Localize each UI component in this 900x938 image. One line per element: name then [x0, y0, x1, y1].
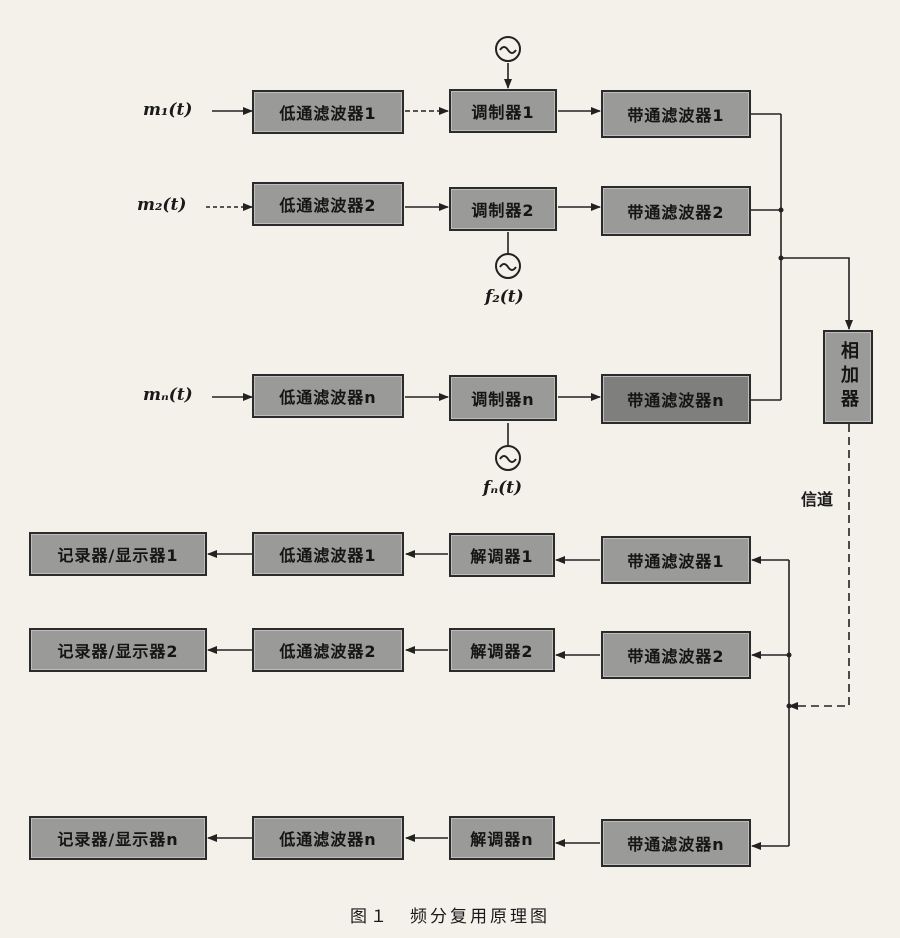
- tx-lowpass-filter-n: 低通滤波器n: [252, 374, 404, 418]
- rx-lowpass-filter-1: 低通滤波器1: [252, 532, 404, 576]
- input-m1: m₁(t): [143, 100, 193, 120]
- rx-recorder-display-2: 记录器/显示器2: [29, 628, 207, 672]
- rx-bandpass-filter-1: 带通滤波器1: [601, 536, 751, 584]
- rx-recorder-display-1: 记录器/显示器1: [29, 532, 207, 576]
- tx-lowpass-filter-1: 低通滤波器1: [252, 90, 404, 134]
- tx-lowpass-filter-2: 低通滤波器2: [252, 182, 404, 226]
- oscillator-n-icon: [495, 445, 521, 471]
- tx-modulator-n: 调制器n: [449, 375, 557, 421]
- rx-bandpass-filter-n: 带通滤波器n: [601, 819, 751, 867]
- input-mn: mₙ(t): [143, 385, 193, 405]
- rx-lowpass-filter-2: 低通滤波器2: [252, 628, 404, 672]
- rx-lowpass-filter-n: 低通滤波器n: [252, 816, 404, 860]
- input-m2: m₂(t): [137, 195, 187, 215]
- rx-demodulator-1: 解调器1: [449, 533, 555, 577]
- figure-caption: 图１ 频分复用原理图: [350, 907, 550, 927]
- carrier-fn: fₙ(t): [483, 478, 523, 498]
- rx-recorder-display-n: 记录器/显示器n: [29, 816, 207, 860]
- tx-modulator-2: 调制器2: [449, 187, 557, 231]
- channel-label: 信道: [801, 490, 834, 509]
- rx-demodulator-n: 解调器n: [449, 816, 555, 860]
- tx-bandpass-filter-1: 带通滤波器1: [601, 90, 751, 138]
- tx-bandpass-filter-2: 带通滤波器2: [601, 186, 751, 236]
- carrier-f2: f₂(t): [485, 287, 524, 307]
- oscillator-1-icon: [495, 36, 521, 62]
- oscillator-2-icon: [495, 253, 521, 279]
- tx-modulator-1: 调制器1: [449, 89, 557, 133]
- tx-bandpass-filter-n: 带通滤波器n: [601, 374, 751, 424]
- rx-bandpass-filter-2: 带通滤波器2: [601, 631, 751, 679]
- adder: 相加器: [823, 330, 873, 424]
- rx-demodulator-2: 解调器2: [449, 628, 555, 672]
